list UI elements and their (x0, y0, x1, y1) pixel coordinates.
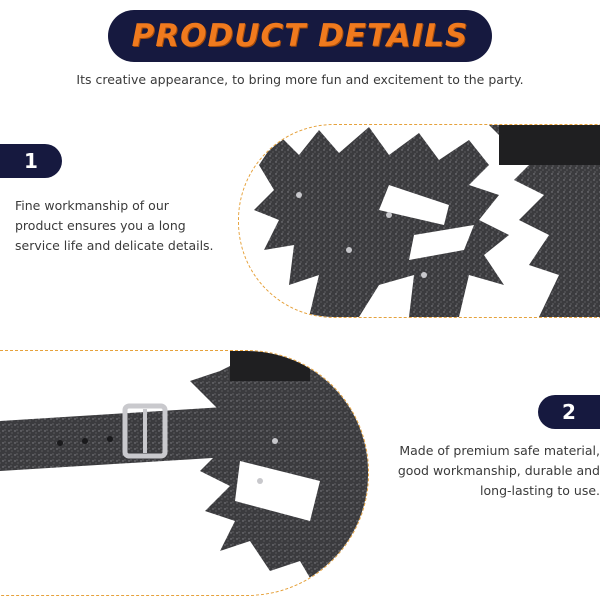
feature-2-line-2: good workmanship, durable and (397, 463, 600, 478)
title-banner: PRODUCT DETAILS (108, 10, 492, 62)
page-subtitle: Its creative appearance, to bring more f… (76, 72, 524, 87)
strap-buckle-illustration (0, 351, 368, 595)
feature-1-description: Fine workmanship of our product ensures … (15, 196, 230, 256)
feature-2-line-1: Made of premium safe material, (399, 443, 600, 458)
mask-leaves-illustration (254, 125, 600, 317)
strap-buckle-photo (0, 350, 369, 596)
mask-closeup-photo (238, 124, 600, 318)
page-title: PRODUCT DETAILS (131, 18, 469, 54)
feature-1-number-badge: 1 (0, 144, 62, 178)
feature-1-line-3: service life and delicate details. (15, 238, 214, 253)
feature-2-number-badge: 2 (538, 395, 600, 429)
feature-1-line-2: product ensures you a long (15, 218, 186, 233)
feature-2-line-3: long-lasting to use. (480, 483, 600, 498)
feature-2-description: Made of premium safe material, good work… (372, 441, 600, 501)
feature-1-line-1: Fine workmanship of our (15, 198, 169, 213)
